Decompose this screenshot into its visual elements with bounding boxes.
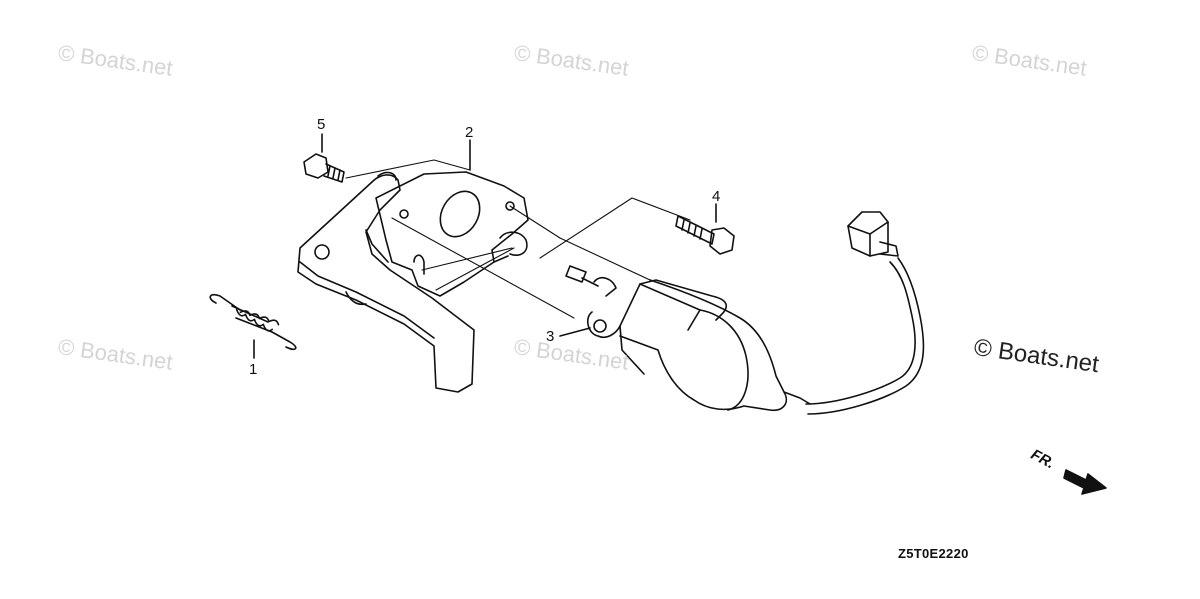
assembly-guide-lines bbox=[345, 159, 691, 319]
spring-part-1 bbox=[209, 293, 297, 350]
callout-part-2: 2 bbox=[465, 124, 474, 141]
bracket-part-2 bbox=[297, 171, 529, 393]
diagram-code: Z5T0E2220 bbox=[898, 546, 969, 561]
bolt-part-4 bbox=[675, 215, 735, 255]
leader-line-3 bbox=[559, 327, 591, 337]
front-direction-arrow-icon bbox=[1063, 469, 1107, 495]
callout-part-3: 3 bbox=[546, 328, 555, 345]
bolt-part-5 bbox=[303, 153, 345, 183]
callout-part-5: 5 bbox=[317, 116, 326, 133]
solenoid-part-3 bbox=[565, 211, 925, 415]
callout-part-1: 1 bbox=[249, 361, 258, 378]
callout-part-4: 4 bbox=[712, 188, 721, 205]
